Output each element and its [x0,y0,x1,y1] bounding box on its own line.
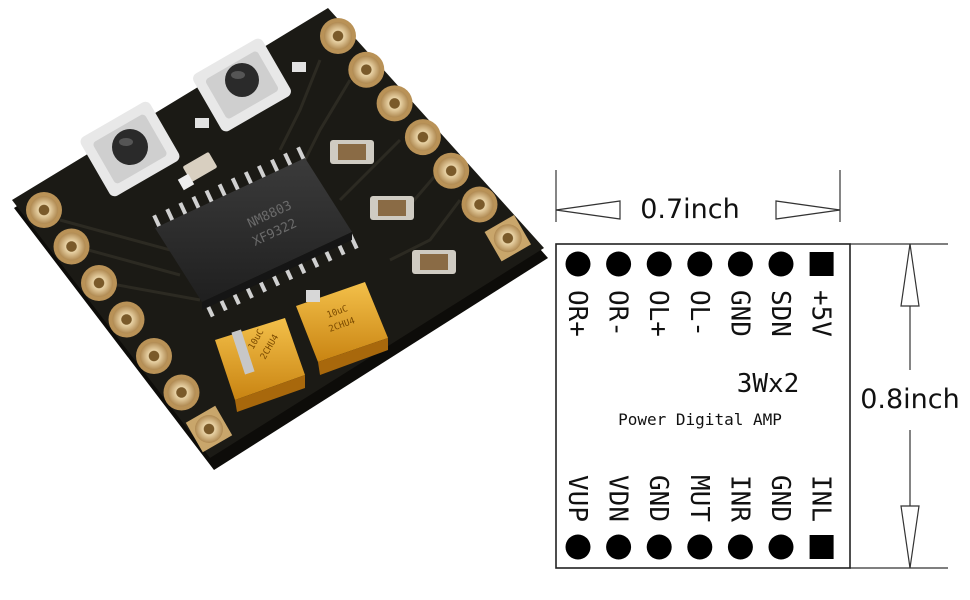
header-pad [136,338,172,374]
chip-pin [296,146,306,161]
chip-pin [178,202,188,217]
chip-pin [256,165,267,180]
header-pad [484,214,532,262]
header-pad [376,85,413,122]
pin-label: GND [765,475,795,522]
round-pin-marker [646,534,672,560]
pin-label: GND [643,475,673,522]
pin-label: VUP [562,475,592,522]
pin-label: OL- [684,290,714,337]
round-pin-marker [687,251,713,277]
square-pin-marker [809,252,834,276]
round-pin-marker [646,251,672,277]
chip-pin [270,158,280,174]
pin-label: OR- [603,290,633,337]
top-pin: OR- [603,251,633,337]
header-pad [108,301,145,338]
chip-pin [243,171,254,186]
push-button-left [80,101,180,197]
header-pad [461,186,498,223]
header-pad [81,265,117,301]
chip-pin [165,208,175,223]
module-subtitle: Power Digital AMP [618,410,782,429]
chip-pin [191,195,202,211]
bottom-pin: GND [765,475,795,560]
round-pin-marker [565,534,591,560]
pin-label: SDN [765,290,795,337]
smd-components [177,62,456,274]
height-dimension-label: 0.8inch [860,384,960,415]
amplifier-chip: NM8803 XF9322 [152,146,359,318]
width-dimension-label: 0.7inch [640,194,740,225]
module-outline [555,243,851,569]
header-pad [185,405,233,453]
header-pad [320,18,356,54]
header-pad [348,51,385,88]
bottom-pin: INR [724,475,754,560]
chip-pin [217,183,228,198]
height-dimension [850,243,948,569]
chip-pin [152,214,162,229]
round-pin-marker [687,534,713,560]
round-pin-marker [606,251,632,277]
pin-label: VDN [603,475,633,522]
top-pin: OR+ [562,251,592,337]
top-pin-row: OR+ OR- OL+ OL- GND SDN +5V [562,251,836,337]
left-pin-header-pads [26,192,233,453]
tantalum-capacitor-right: 10uC 2CHU4 [296,282,388,375]
width-dimension [555,170,841,222]
top-pin: +5V [806,252,836,337]
bottom-pin: VUP [562,475,592,560]
pin-label: INR [724,475,754,522]
tantalum-capacitor-left: 10uC 2CHU4 [215,318,305,412]
top-pin: SDN [765,251,795,337]
header-pad [26,192,62,228]
pinout-diagram: 0.7inch 0.8inch OR+ OR- OL+ OL- GND SDN +5V VU… [555,170,960,569]
header-pad [163,374,200,411]
pin-label: OR+ [562,290,592,337]
round-pin-marker [727,534,753,560]
round-pin-marker [606,534,632,560]
square-pin-marker [809,535,834,559]
bottom-pin: MUT [684,475,714,560]
top-pin: OL- [684,251,714,337]
chip-pin [230,177,241,192]
chip-pin [283,152,293,168]
pin-label: GND [724,290,754,337]
pin-label: MUT [684,475,714,522]
round-pin-marker [727,251,753,277]
board-photo: NM8803 XF9322 10uC 2CHU4 10uC 2CHU4 [12,8,548,470]
bottom-pin: VDN [603,475,633,560]
pin-label: +5V [806,290,836,337]
bottom-pin: INL [806,475,836,559]
round-pin-marker [768,534,794,560]
top-pin: GND [724,251,754,337]
chip-pin [204,189,215,205]
round-pin-marker [565,251,591,277]
header-pad [433,152,470,189]
pin-label: INL [806,475,836,522]
push-button-right [193,38,291,132]
round-pin-marker [768,251,794,277]
header-pad [53,228,90,265]
pin-label: OL+ [643,290,673,337]
top-pin: OL+ [643,251,673,337]
module-title: 3Wx2 [737,369,800,399]
right-pin-header-pads [320,18,532,262]
bottom-pin: GND [643,475,673,560]
bottom-pin-row: VUP VDN GND MUT INR GND INL [562,475,836,560]
header-pad [404,119,441,156]
